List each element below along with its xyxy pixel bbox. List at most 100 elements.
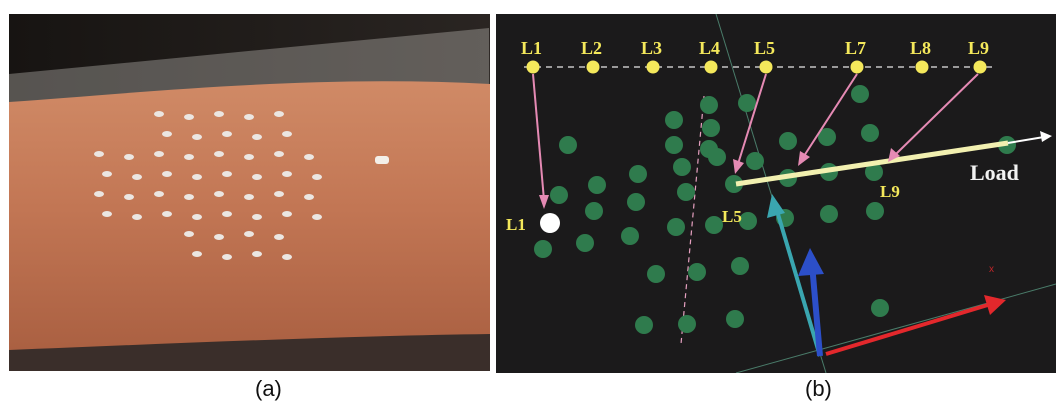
skin-marker [132, 214, 142, 220]
skin-marker [154, 151, 164, 157]
top-label-l7: L7 [845, 38, 866, 58]
green-marker [731, 257, 749, 275]
green-marker [647, 265, 665, 283]
top-label-l9: L9 [968, 38, 989, 58]
skin-marker [184, 231, 194, 237]
top-marker-l3 [647, 61, 660, 74]
green-marker [665, 111, 683, 129]
skin-marker [252, 134, 262, 140]
skin-marker [192, 214, 202, 220]
skin-marker [192, 134, 202, 140]
forearm [9, 81, 490, 364]
top-label-l4: L4 [699, 38, 720, 58]
green-marker [738, 94, 756, 112]
green-marker [621, 227, 639, 245]
top-label-l1: L1 [521, 38, 542, 58]
skin-marker [154, 191, 164, 197]
caption-b: (b) [805, 376, 832, 402]
skin-marker [132, 174, 142, 180]
top-label-l2: L2 [581, 38, 602, 58]
skin-marker [222, 254, 232, 260]
skin-marker [274, 191, 284, 197]
top-marker-l7 [851, 61, 864, 74]
skin-marker [94, 151, 104, 157]
green-marker [629, 165, 647, 183]
skin-marker [312, 214, 322, 220]
green-marker [534, 240, 552, 258]
top-label-l5: L5 [754, 38, 775, 58]
top-marker-l5 [760, 61, 773, 74]
skin-marker [312, 174, 322, 180]
skin-marker [192, 174, 202, 180]
skin-marker [162, 131, 172, 137]
top-marker-l8 [916, 61, 929, 74]
top-label-l8: L8 [910, 38, 931, 58]
skin-marker [154, 111, 164, 117]
green-marker [627, 193, 645, 211]
green-marker [667, 218, 685, 236]
skin-marker [244, 194, 254, 200]
green-marker [851, 85, 869, 103]
sensor-patch [375, 156, 389, 164]
side-label-l1: L1 [506, 215, 526, 234]
skin-marker [282, 254, 292, 260]
skin-marker [94, 191, 104, 197]
top-label-l3: L3 [641, 38, 662, 58]
skin-marker [102, 211, 112, 217]
skin-marker [244, 154, 254, 160]
top-marker-l1 [527, 61, 540, 74]
side-label-l5: L5 [722, 207, 742, 226]
green-marker [705, 216, 723, 234]
green-marker [559, 136, 577, 154]
skin-marker [244, 231, 254, 237]
skin-marker [304, 154, 314, 160]
skin-marker [214, 191, 224, 197]
forearm-photo [9, 14, 490, 371]
skin-marker [184, 194, 194, 200]
green-marker [585, 202, 603, 220]
green-marker [688, 263, 706, 281]
skin-marker [282, 171, 292, 177]
top-marker-l2 [587, 61, 600, 74]
green-marker [871, 299, 889, 317]
skin-marker [282, 131, 292, 137]
green-marker [700, 96, 718, 114]
skin-marker [282, 211, 292, 217]
skin-marker [184, 154, 194, 160]
load-label: Load [970, 160, 1019, 185]
skin-marker [222, 211, 232, 217]
skin-marker [214, 151, 224, 157]
top-marker-l4 [705, 61, 718, 74]
skin-marker [124, 154, 134, 160]
skin-marker [252, 214, 262, 220]
green-marker [665, 136, 683, 154]
green-marker [635, 316, 653, 334]
skin-marker [244, 114, 254, 120]
axis-label-x: x [989, 264, 994, 275]
mocap-rendering: x L1L2L3L4L5L7L8L9 L1 L5 L9 Load [496, 14, 1056, 373]
skin-marker [222, 171, 232, 177]
green-marker [746, 152, 764, 170]
green-marker [708, 148, 726, 166]
top-marker-l9 [974, 61, 987, 74]
green-marker [677, 183, 695, 201]
skin-marker [274, 111, 284, 117]
skin-marker [192, 251, 202, 257]
skin-marker [214, 234, 224, 240]
skin-marker [124, 194, 134, 200]
skin-marker [252, 251, 262, 257]
skin-marker [184, 114, 194, 120]
green-marker [866, 202, 884, 220]
skin-marker [214, 111, 224, 117]
green-marker [678, 315, 696, 333]
skin-marker [274, 151, 284, 157]
green-marker [576, 234, 594, 252]
skin-marker [222, 131, 232, 137]
green-marker [779, 132, 797, 150]
green-marker [673, 158, 691, 176]
green-marker [726, 310, 744, 328]
caption-a: (a) [255, 376, 282, 402]
render-background [496, 14, 1056, 373]
skin-marker [162, 171, 172, 177]
skin-marker [274, 234, 284, 240]
